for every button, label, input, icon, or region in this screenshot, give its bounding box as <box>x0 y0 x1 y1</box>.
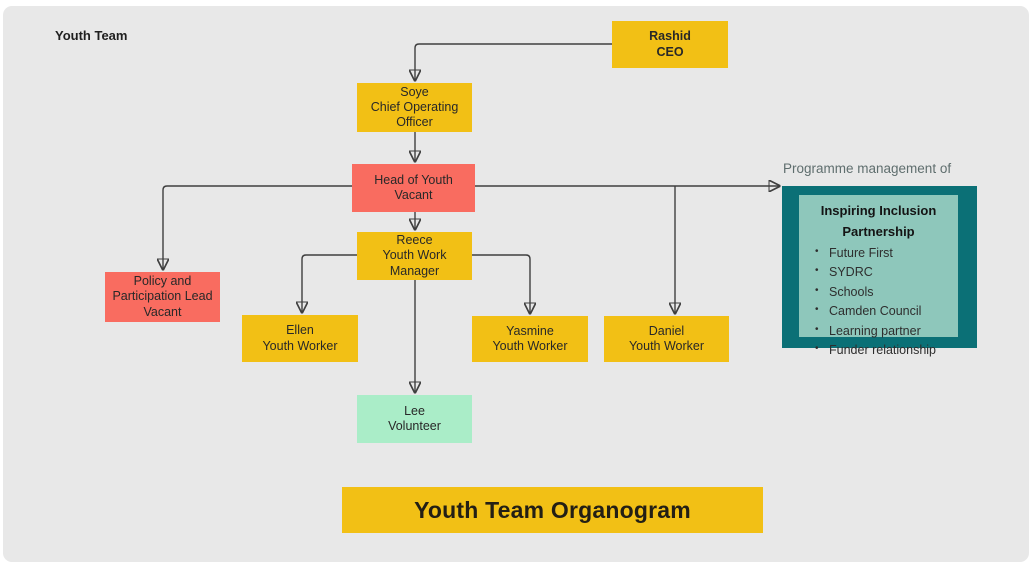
node-label: Soye Chief Operating Officer <box>370 84 459 130</box>
partnership-item: Funder relationship <box>813 343 954 357</box>
node-label: Rashid CEO <box>649 29 691 59</box>
node-label: Yasmine Youth Worker <box>492 323 568 353</box>
node-yasmine[interactable]: Yasmine Youth Worker <box>472 316 588 362</box>
node-label: Ellen Youth Worker <box>262 323 338 353</box>
partnership-item: Learning partner <box>813 324 954 338</box>
partnership-item-label: Future First <box>829 245 893 260</box>
node-head-of-youth[interactable]: Head of Youth Vacant <box>352 164 475 212</box>
diagram-title: Youth Team Organogram <box>414 496 691 523</box>
node-ellen[interactable]: Ellen Youth Worker <box>242 315 358 362</box>
page-label: Youth Team <box>55 28 128 43</box>
partnership-item: Schools <box>813 285 954 299</box>
node-soye-coo[interactable]: Soye Chief Operating Officer <box>357 83 472 132</box>
partnership-inner-panel: Inspiring Inclusion Partnership Future F… <box>799 195 958 357</box>
partnership-item: Camden Council <box>813 304 954 318</box>
edge-reece-to-yasmine[interactable] <box>472 254 530 314</box>
partnership-item-label: Funder relationship <box>829 343 937 358</box>
partnership-item: Future First <box>813 246 954 260</box>
edge-ceo-to-coo[interactable] <box>415 43 612 81</box>
partnership-item-label: SYDRC <box>829 265 873 280</box>
partnership-item-label: Schools <box>829 284 874 299</box>
partnership-item: SYDRC <box>813 265 954 279</box>
partnership-list: Future First SYDRC Schools Camden Counci… <box>803 246 954 358</box>
node-lee-volunteer[interactable]: Lee Volunteer <box>357 395 472 443</box>
node-daniel[interactable]: Daniel Youth Worker <box>604 316 729 362</box>
diagram-title-box[interactable]: Youth Team Organogram <box>342 487 763 533</box>
node-label: Lee Volunteer <box>388 403 441 433</box>
partnership-title: Inspiring Inclusion Partnership <box>820 203 937 239</box>
partnership-item-label: Camden Council <box>829 304 922 319</box>
partnership-caption: Programme management of <box>783 161 952 176</box>
partnership-item-label: Learning partner <box>829 323 921 338</box>
node-partnership[interactable]: Inspiring Inclusion Partnership Future F… <box>782 186 977 357</box>
node-label: Daniel Youth Worker <box>628 323 705 353</box>
node-policy-lead[interactable]: Policy and Participation Lead Vacant <box>105 272 220 322</box>
node-label: Head of Youth Vacant <box>374 172 453 202</box>
node-rashid-ceo[interactable]: Rashid CEO <box>612 21 728 68</box>
node-reece-manager[interactable]: Reece Youth Work Manager <box>357 232 472 280</box>
node-label: Policy and Participation Lead Vacant <box>112 274 213 319</box>
edge-reece-to-ellen[interactable] <box>302 254 357 313</box>
node-label: Reece Youth Work Manager <box>382 233 447 278</box>
edge-head-of-youth-to-policy[interactable] <box>163 185 352 270</box>
